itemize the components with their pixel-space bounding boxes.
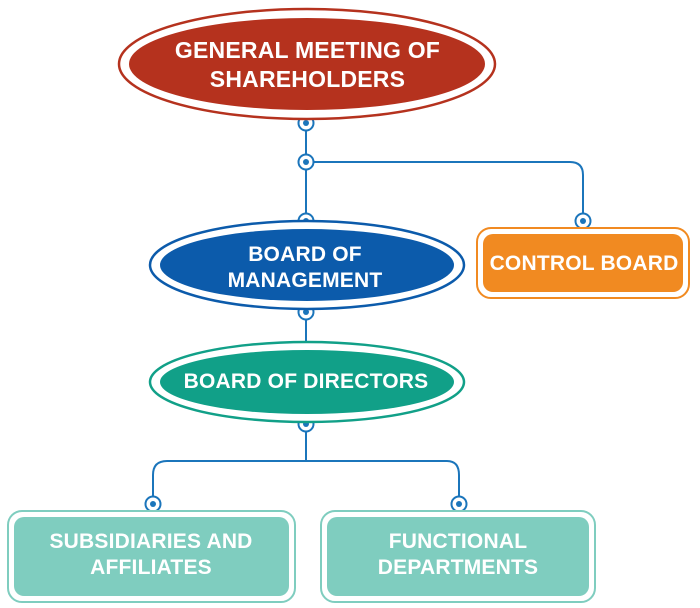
board-of-management-label: BOARD OF MANAGEMENT xyxy=(227,242,383,292)
board-of-directors-node xyxy=(148,340,466,424)
connector-dot xyxy=(144,495,162,513)
connector-dot xyxy=(297,153,315,171)
subsidiaries-node xyxy=(7,510,296,603)
connector-bod-to-branches xyxy=(152,424,460,504)
control-board-node xyxy=(476,227,690,299)
general-meeting-label: GENERAL MEETING OF SHAREHOLDERS xyxy=(174,37,441,92)
connector-lines xyxy=(152,124,584,504)
board-of-management-node xyxy=(148,219,466,311)
connector-dot xyxy=(450,495,468,513)
functional-departments-label: FUNCTIONAL DEPARTMENTS xyxy=(377,529,539,579)
control-board-label: CONTROL BOARD xyxy=(489,251,679,275)
connector-to-control-board xyxy=(306,161,584,220)
general-meeting-node xyxy=(117,7,497,121)
subsidiaries-label: SUBSIDIARIES AND AFFILIATES xyxy=(49,529,253,579)
connector-dots xyxy=(144,114,592,513)
functional-departments-node xyxy=(320,510,596,603)
connector-dot xyxy=(574,212,592,230)
board-of-directors-label: BOARD OF DIRECTORS xyxy=(183,369,429,393)
